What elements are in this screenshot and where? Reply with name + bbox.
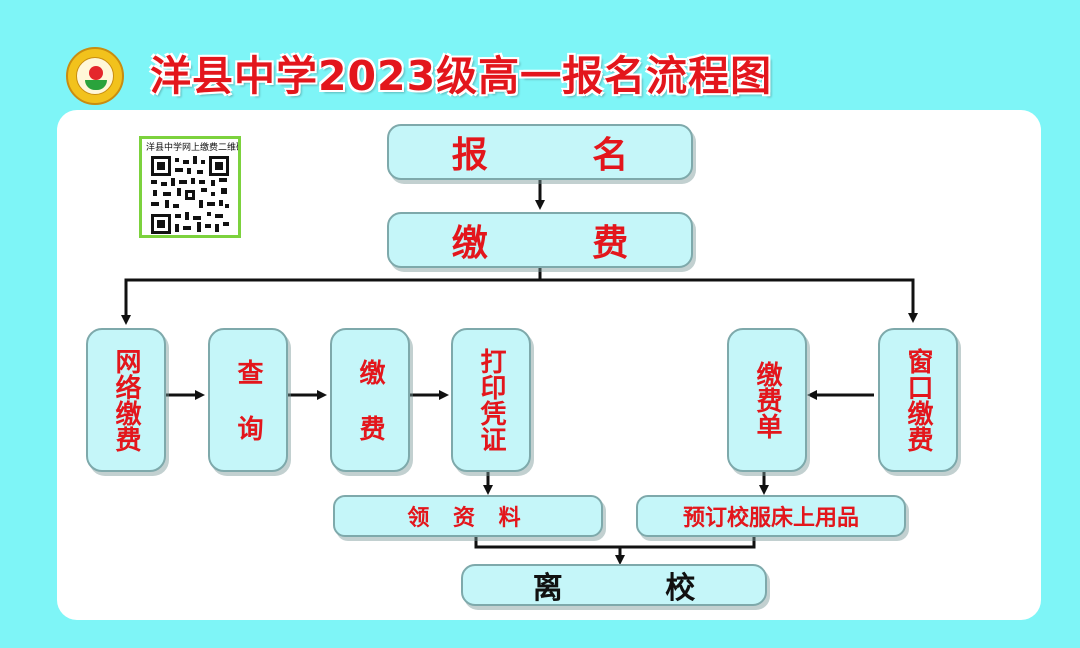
qr-caption: 洋县中学网上缴费二维码 <box>146 143 238 153</box>
step-pay: 缴 费 <box>387 212 693 268</box>
qr-code-icon <box>151 156 229 234</box>
step-leave: 离 校 <box>461 564 767 606</box>
step-online-pay: 网络缴费 <box>86 328 166 472</box>
step-query: 查 询 <box>208 328 288 472</box>
step-pay-online: 缴 费 <box>330 328 410 472</box>
step-get-materials: 领 资 料 <box>333 495 603 537</box>
step-order-items: 预订校服床上用品 <box>636 495 906 537</box>
page-title: 洋县中学2023级高一报名流程图 <box>150 52 773 100</box>
step-window-pay: 窗口缴费 <box>878 328 958 472</box>
school-emblem-icon <box>66 47 124 105</box>
qr-code-card: 洋县中学网上缴费二维码 <box>139 136 241 238</box>
step-pay-slip: 缴费单 <box>727 328 807 472</box>
header: 洋县中学2023级高一报名流程图 <box>0 0 1080 105</box>
step-register: 报 名 <box>387 124 693 180</box>
merge-line <box>474 537 756 549</box>
step-print-receipt: 打印凭证 <box>451 328 531 472</box>
branch-line <box>124 278 918 323</box>
